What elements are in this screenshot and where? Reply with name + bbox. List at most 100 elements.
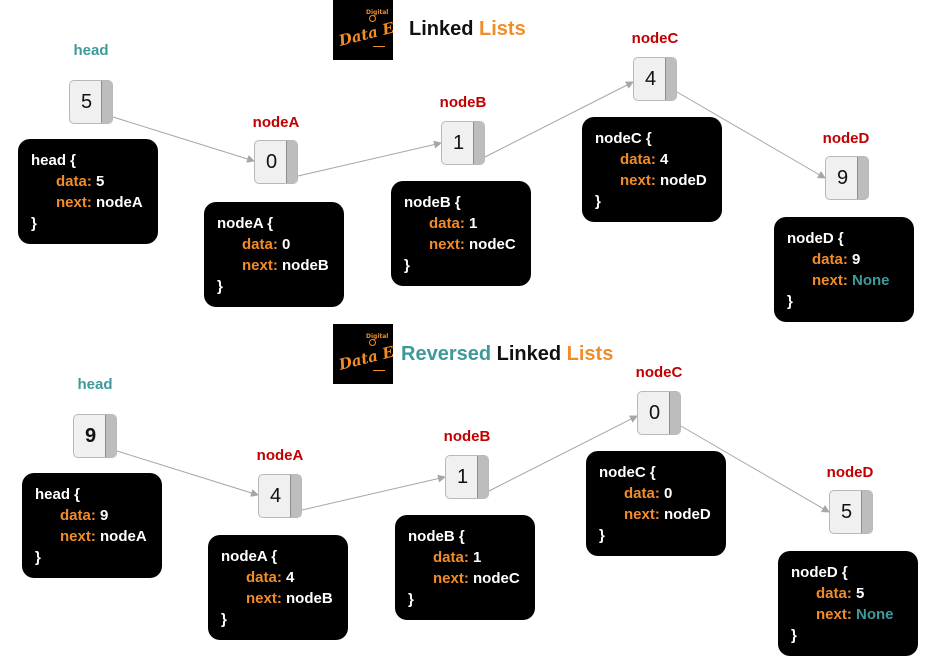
node-pointer-bar (669, 392, 680, 434)
node-label-nodeB: nodeB (439, 94, 487, 111)
node-box-head: 9 (73, 414, 117, 458)
card-next-key: next: (816, 606, 852, 623)
node-card-nodeD: nodeD { data: 9 next: None } (774, 217, 914, 322)
card-next-key: next: (812, 272, 848, 289)
card-next-value: nodeB (282, 257, 329, 274)
node-value: 0 (265, 151, 278, 173)
card-next-key: next: (242, 257, 278, 274)
node-value: 1 (452, 132, 465, 154)
card-next-value: nodeD (660, 172, 707, 189)
card-data-value: 5 (96, 173, 105, 190)
node-label-nodeA: nodeA (256, 447, 304, 464)
card-data-key: data: (242, 236, 278, 253)
card-next-value: nodeB (286, 590, 333, 607)
node-label-nodeD: nodeD (822, 130, 870, 147)
card-data-key: data: (620, 151, 656, 168)
node-card-nodeB: nodeB { data: 1 next: nodeC } (395, 515, 535, 620)
node-box-nodeB: 1 (445, 455, 489, 499)
card-name: nodeA (221, 548, 268, 565)
title-word-lists: Lists (566, 343, 614, 365)
node-value: 5 (80, 91, 93, 113)
node-value: 9 (84, 425, 97, 447)
card-data-value: 4 (286, 569, 295, 586)
node-box-nodeD: 5 (829, 490, 873, 534)
node-value: 4 (269, 485, 282, 507)
card-data-key: data: (246, 569, 282, 586)
logo-dash (373, 46, 385, 47)
card-data-value: 4 (660, 151, 669, 168)
node-pointer-bar (101, 81, 112, 123)
card-data-key: data: (429, 215, 465, 232)
card-next-key: next: (60, 528, 96, 545)
logo-small-text: Digital (366, 333, 389, 340)
node-pointer-bar (286, 141, 297, 183)
title-word-reversed: Reversed (401, 343, 492, 365)
node-pointer-bar (861, 491, 872, 533)
arrow-rev-nodeA-to-nodeB (301, 474, 446, 511)
title-word-linked: Linked (409, 18, 474, 40)
node-pointer-bar (290, 475, 301, 517)
node-label-head: head (77, 376, 113, 393)
card-next-key: next: (429, 236, 465, 253)
node-pointer-bar (857, 157, 868, 199)
node-box-head: 5 (69, 80, 113, 124)
card-data-value: 9 (852, 251, 861, 268)
card-data-key: data: (812, 251, 848, 268)
card-next-value: None (852, 272, 890, 289)
card-data-key: data: (816, 585, 852, 602)
card-data-value: 1 (469, 215, 478, 232)
node-pointer-bar (105, 415, 116, 457)
node-box-nodeA: 0 (254, 140, 298, 184)
arrow-nodeA-to-nodeB (297, 140, 442, 177)
card-name: nodeA (217, 215, 264, 232)
node-card-nodeA: nodeA { data: 0 next: nodeB } (204, 202, 344, 307)
node-value: 9 (836, 167, 849, 189)
node-value: 4 (644, 68, 657, 90)
node-card-nodeC: nodeC { data: 0 next: nodeD } (586, 451, 726, 556)
card-data-key: data: (433, 549, 469, 566)
title-word-lists: Lists (479, 18, 526, 40)
node-box-nodeD: 9 (825, 156, 869, 200)
logo-ring-icon (369, 339, 376, 346)
card-next-key: next: (620, 172, 656, 189)
section-title-linked-lists: Linked Lists (409, 18, 526, 41)
logo-dash (373, 370, 385, 371)
card-data-value: 5 (856, 585, 865, 602)
card-name: nodeB (408, 528, 455, 545)
node-pointer-bar (665, 58, 676, 100)
section-title-reversed-linked-lists: Reversed Linked Lists (401, 343, 613, 366)
node-label-nodeC: nodeC (631, 30, 679, 47)
node-box-nodeA: 4 (258, 474, 302, 518)
node-box-nodeC: 4 (633, 57, 677, 101)
card-data-key: data: (624, 485, 660, 502)
card-data-value: 9 (100, 507, 109, 524)
node-card-nodeA: nodeA { data: 4 next: nodeB } (208, 535, 348, 640)
card-name: nodeC (599, 464, 646, 481)
card-next-value: nodeD (664, 506, 711, 523)
node-label-nodeD: nodeD (826, 464, 874, 481)
node-value: 1 (456, 466, 469, 488)
card-name: nodeB (404, 194, 451, 211)
node-card-head: head { data: 9 next: nodeA } (22, 473, 162, 578)
node-value: 5 (840, 501, 853, 523)
title-word-linked: Linked (496, 343, 562, 365)
node-value: 0 (648, 402, 661, 424)
card-next-value: None (856, 606, 894, 623)
card-next-key: next: (433, 570, 469, 587)
logo-main-text: Data Eng. (337, 12, 393, 50)
card-data-key: data: (60, 507, 96, 524)
node-box-nodeC: 0 (637, 391, 681, 435)
node-card-nodeD: nodeD { data: 5 next: None } (778, 551, 918, 656)
node-card-nodeC: nodeC { data: 4 next: nodeD } (582, 117, 722, 222)
logo-main-text: Data Eng. (337, 336, 393, 374)
card-data-key: data: (56, 173, 92, 190)
node-card-head: head { data: 5 next: nodeA } (18, 139, 158, 244)
card-next-value: nodeC (469, 236, 516, 253)
card-data-value: 0 (282, 236, 291, 253)
node-card-nodeB: nodeB { data: 1 next: nodeC } (391, 181, 531, 286)
card-next-key: next: (624, 506, 660, 523)
card-name: nodeD (791, 564, 838, 581)
card-data-value: 0 (664, 485, 673, 502)
card-data-value: 1 (473, 549, 482, 566)
